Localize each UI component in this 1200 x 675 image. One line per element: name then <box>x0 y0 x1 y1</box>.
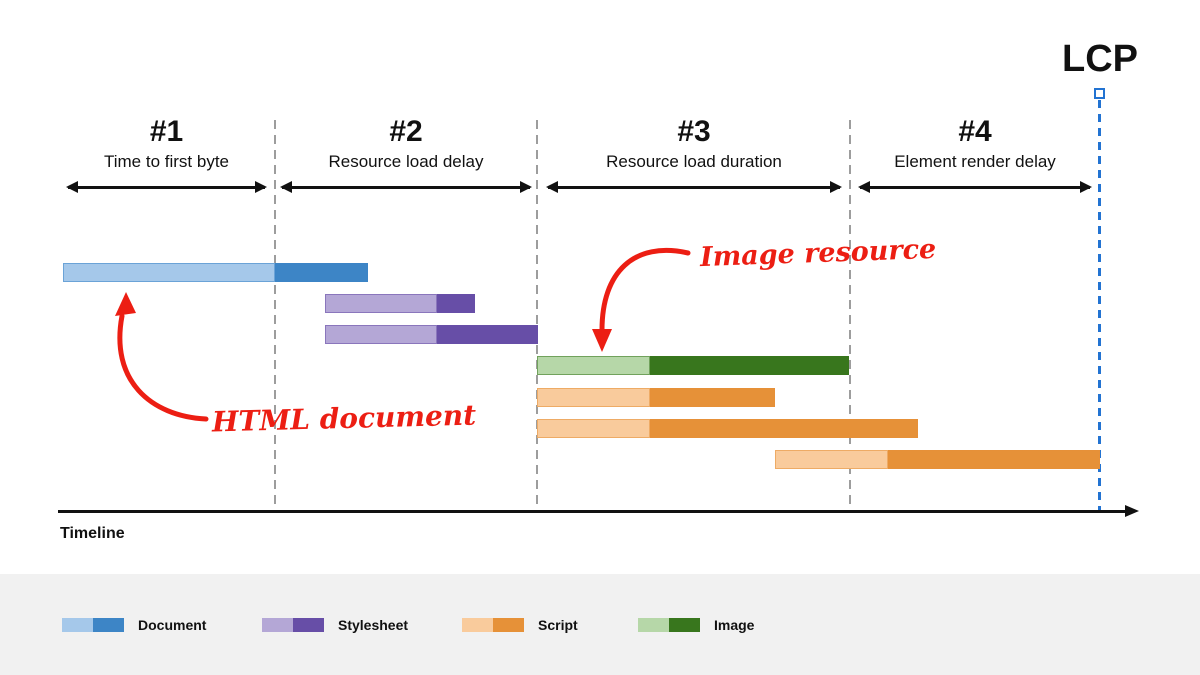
bar-script-dark <box>888 450 1100 469</box>
legend-label-script: Script <box>538 617 578 633</box>
bar-document-dark <box>275 263 368 282</box>
phase-2-number: #2 <box>389 115 423 148</box>
bar-script-light <box>775 450 888 469</box>
phase-2-range-arrow <box>280 181 532 192</box>
lcp-label: LCP <box>1062 38 1138 80</box>
bar-script-light <box>537 388 650 407</box>
phase-4-range-arrow <box>858 181 1092 192</box>
phase-divider-line-1 <box>274 120 276 512</box>
phase-4-number: #4 <box>958 115 992 148</box>
html-document-annotation: HTML document <box>211 398 477 439</box>
phase-2-header: #2 Resource load delay <box>280 115 532 192</box>
phase-1-label: Time to first byte <box>103 152 229 171</box>
bar-document-light <box>63 263 275 282</box>
legend-swatch-script <box>462 618 524 632</box>
legend-item-image: Image <box>638 611 754 639</box>
phase-divider-line-2 <box>536 120 538 512</box>
image-resource-annotation: Image resource <box>699 233 937 274</box>
bar-script-dark <box>650 388 775 407</box>
phase-2-label: Resource load delay <box>328 152 484 171</box>
legend-band <box>0 574 1200 675</box>
phase-3-number: #3 <box>677 115 711 148</box>
phase-3-header: #3 Resource load duration <box>546 115 842 192</box>
timeline-axis-label: Timeline <box>60 525 125 542</box>
legend-swatch-document <box>62 618 124 632</box>
phase-1-range-arrow <box>66 181 267 192</box>
phase-3-range-arrow <box>546 181 842 192</box>
bar-stylesheet-light <box>325 294 437 313</box>
timeline-axis <box>58 505 1139 516</box>
image-resource-arrow <box>592 247 691 352</box>
phase-divider-line-3 <box>849 120 851 512</box>
phase-3-label: Resource load duration <box>606 152 782 171</box>
html-document-arrow <box>115 292 209 422</box>
bar-script-light <box>537 419 650 438</box>
bar-image-dark <box>650 356 849 375</box>
phase-1-header: #1 Time to first byte <box>66 115 267 192</box>
phase-4-header: #4 Element render delay <box>858 115 1092 192</box>
bar-image-light <box>537 356 650 375</box>
legend-label-document: Document <box>138 617 207 633</box>
legend-item-script: Script <box>462 611 578 639</box>
bar-stylesheet-light <box>325 325 437 344</box>
bar-stylesheet-dark <box>437 294 475 313</box>
legend-label-image: Image <box>714 617 755 633</box>
legend-label-stylesheet: Stylesheet <box>338 617 409 633</box>
lcp-marker-square <box>1094 88 1105 99</box>
bar-script-dark <box>650 419 918 438</box>
lcp-time-line <box>1098 100 1101 512</box>
phase-4-label: Element render delay <box>894 152 1056 171</box>
legend-swatch-stylesheet <box>262 618 324 632</box>
legend-item-stylesheet: Stylesheet <box>262 611 408 639</box>
phase-1-number: #1 <box>149 115 184 148</box>
bar-stylesheet-dark <box>437 325 538 344</box>
legend-item-document: Document <box>62 611 206 639</box>
legend-swatch-image <box>638 618 700 632</box>
